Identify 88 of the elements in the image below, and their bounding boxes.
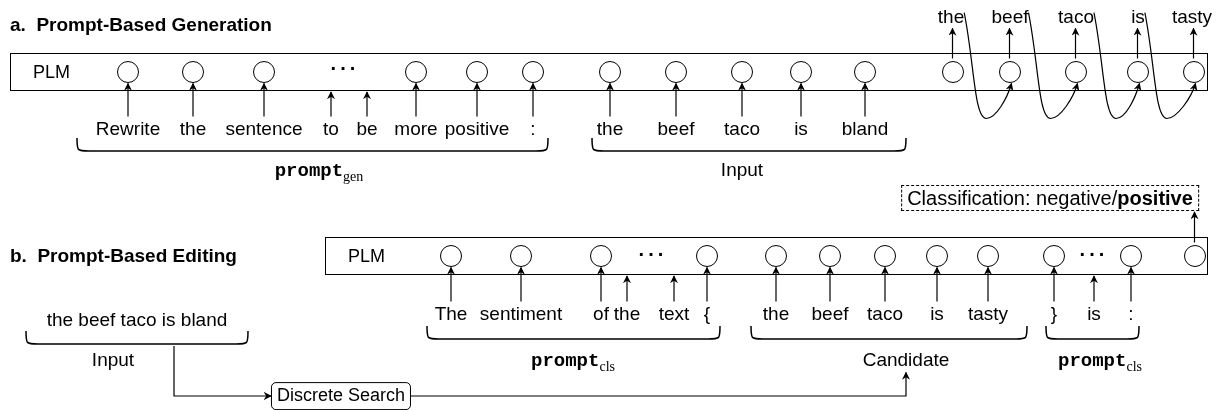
arrow: [410, 371, 910, 397]
token-word: taco: [867, 303, 903, 325]
arrow: [948, 27, 957, 60]
model-label: PLM: [33, 63, 70, 83]
token-word: beef: [991, 6, 1029, 28]
brace-label: prompt$_{gen}$: [274, 159, 364, 185]
token-word: be: [356, 118, 378, 140]
arrow: [124, 82, 132, 118]
token-word: the: [596, 118, 624, 140]
arrow: [797, 82, 805, 118]
model-box: [10, 53, 1208, 91]
token-word: is: [1131, 6, 1145, 28]
token-word: :: [1128, 303, 1134, 325]
token-word: is: [930, 303, 944, 325]
token-word: the: [613, 303, 641, 325]
ellipsis: ···: [638, 243, 668, 265]
arrow: [861, 82, 869, 118]
arrow: [517, 266, 525, 303]
token-word: taco: [1058, 6, 1094, 28]
panel-title: b. Prompt-Based Editing: [10, 245, 237, 267]
token-word: }: [1050, 303, 1058, 325]
ellipsis: ···: [330, 57, 360, 79]
arrow: [881, 266, 889, 303]
arrow: [473, 82, 481, 118]
arrow: [1190, 211, 1199, 244]
panel-title: a. Prompt-Based Generation: [10, 14, 272, 36]
arrow: [412, 82, 420, 118]
arrow: [260, 82, 268, 118]
arrow: [772, 266, 780, 303]
arrow: [1071, 27, 1080, 60]
arrow: [703, 266, 711, 303]
token-word: more: [394, 118, 438, 140]
token-word: the: [179, 118, 207, 140]
token-word: Rewrite: [95, 118, 161, 140]
arrow: [327, 91, 335, 118]
ellipsis: ···: [1079, 243, 1109, 265]
brace-label: prompt$_{cls}$: [1058, 349, 1142, 375]
token-word: to: [323, 118, 339, 140]
arrow: [933, 266, 941, 303]
token-word: the: [937, 6, 965, 28]
token-word: tasty: [967, 303, 1009, 325]
arrow: [738, 82, 746, 118]
token-word: {: [703, 303, 711, 325]
output-box: Classification: negative/positive: [901, 185, 1199, 211]
arrow: [672, 82, 680, 118]
arrow: [984, 266, 992, 303]
token-word: of: [593, 303, 609, 325]
token-word: is: [1087, 303, 1101, 325]
arrow: [1005, 27, 1014, 60]
token-word: is: [794, 118, 808, 140]
arrow: [623, 275, 631, 303]
arrow: [1050, 266, 1058, 303]
arrow: [1144, 11, 1197, 120]
arrow: [447, 266, 455, 303]
input-sentence: the beef taco is bland: [45, 310, 229, 331]
token-word: sentence: [225, 118, 303, 140]
arrow: [1133, 27, 1142, 60]
token-word: tasty: [1171, 6, 1213, 28]
brace-label: prompt$_{cls}$: [531, 349, 615, 375]
token-word: taco: [724, 118, 760, 140]
model-box: [325, 237, 1208, 275]
arrow: [1189, 27, 1198, 60]
token-word: bland: [841, 118, 889, 140]
token-word: beef: [657, 118, 695, 140]
model-label: PLM: [348, 247, 385, 267]
arrow: [529, 82, 537, 118]
arrow: [1127, 266, 1135, 303]
arrow: [173, 345, 272, 400]
brace-label: Candidate: [862, 349, 950, 371]
brace-label: Input: [91, 349, 135, 371]
arrow: [363, 91, 371, 118]
arrow: [826, 266, 834, 303]
search-box: Discrete Search: [270, 382, 412, 410]
brace-label: Input: [720, 159, 764, 181]
token-word: the: [762, 303, 790, 325]
arrow: [606, 82, 614, 118]
arrow: [597, 266, 605, 303]
token-word: sentiment: [479, 303, 563, 325]
token-word: text: [658, 303, 690, 325]
token-word: The: [434, 303, 468, 325]
token-word: positive: [444, 118, 510, 140]
arrow: [670, 275, 678, 303]
arrow: [1093, 11, 1142, 120]
arrow: [1090, 275, 1098, 303]
arrow: [963, 11, 1014, 120]
arrow: [189, 82, 197, 118]
token-word: :: [530, 118, 536, 140]
token-word: beef: [811, 303, 849, 325]
